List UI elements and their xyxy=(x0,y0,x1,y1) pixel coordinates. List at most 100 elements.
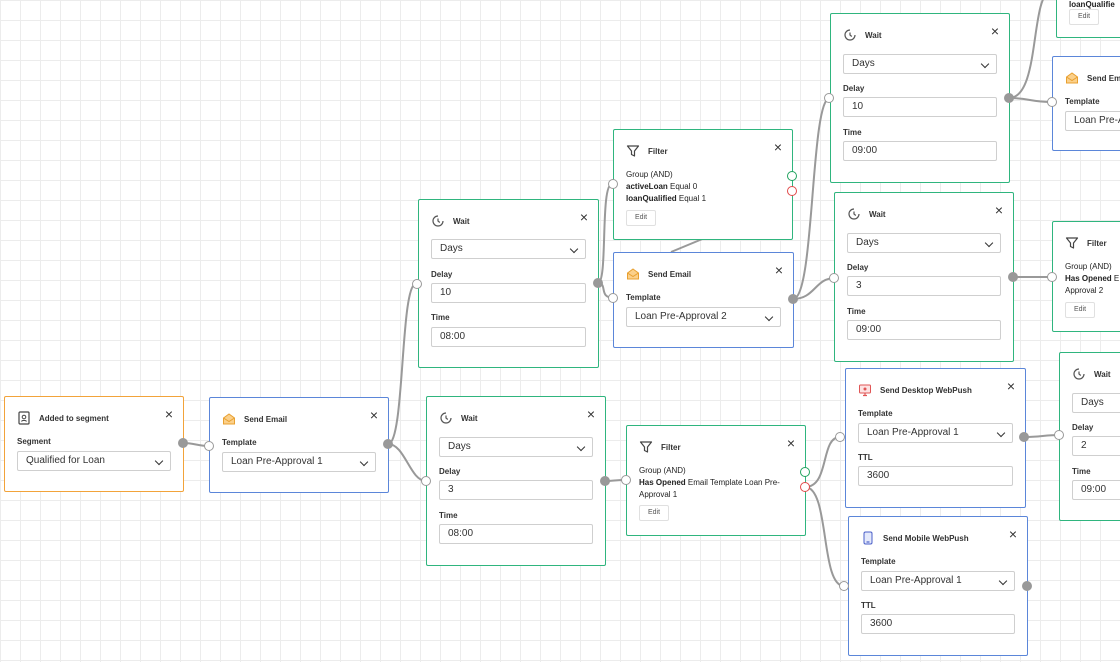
input-port[interactable] xyxy=(608,293,618,303)
template-label: Template xyxy=(222,438,257,447)
close-icon[interactable]: × xyxy=(1006,378,1015,394)
node-filter-2[interactable]: Filter × Group (AND) Has Opened Email Te… xyxy=(626,425,806,536)
no-port[interactable] xyxy=(787,186,797,196)
output-port[interactable] xyxy=(593,278,603,288)
rule-condition: Equal 0 xyxy=(667,182,698,191)
input-port[interactable] xyxy=(204,441,214,451)
input-port[interactable] xyxy=(839,581,849,591)
template-select[interactable]: Loan Pre-A xyxy=(1065,111,1120,131)
contact-book-icon xyxy=(18,411,30,425)
clock-refresh-icon xyxy=(1073,368,1085,380)
node-wait-5[interactable]: Wait Days Delay 2 Time 09:00 xyxy=(1059,352,1120,521)
node-send-email-2[interactable]: Send Email × Template Loan Pre-Approval … xyxy=(613,252,794,348)
time-label: Time xyxy=(1072,467,1091,476)
template-select[interactable]: Loan Pre-Approval 1 xyxy=(222,452,376,472)
output-port[interactable] xyxy=(1008,272,1018,282)
unit-select[interactable]: Days xyxy=(439,437,593,457)
node-header: Wait xyxy=(439,409,478,427)
unit-select[interactable]: Days xyxy=(847,233,1001,253)
time-input[interactable]: 08:00 xyxy=(431,327,586,347)
chevron-down-icon xyxy=(576,442,586,452)
time-input[interactable]: 09:00 xyxy=(843,141,997,161)
close-icon[interactable]: × xyxy=(164,406,173,422)
close-icon[interactable]: × xyxy=(773,139,782,155)
input-port[interactable] xyxy=(412,279,422,289)
input-port[interactable] xyxy=(1047,97,1057,107)
rule-condition: Equal 1 xyxy=(676,194,707,203)
input-port[interactable] xyxy=(1047,272,1057,282)
edit-button[interactable]: Edit xyxy=(1065,302,1096,318)
unit-select[interactable]: Days xyxy=(1072,393,1120,413)
envelope-icon xyxy=(223,413,235,425)
node-filter-1[interactable]: Filter × Group (AND) activeLoan Equal 0 … xyxy=(613,129,793,240)
node-added-to-segment[interactable]: Added to segment × Segment Qualified for… xyxy=(4,396,184,492)
yes-port[interactable] xyxy=(800,467,810,477)
node-title: Wait xyxy=(865,30,882,40)
node-partial-top-right[interactable]: loanQualifie Edit xyxy=(1056,0,1120,38)
output-port[interactable] xyxy=(1019,432,1029,442)
close-icon[interactable]: × xyxy=(1008,526,1017,542)
template-select[interactable]: Loan Pre-Approval 1 xyxy=(861,571,1015,591)
group-label: Group (AND) xyxy=(1065,262,1112,271)
template-select[interactable]: Loan Pre-Approval 1 xyxy=(858,423,1013,443)
edit-button[interactable]: Edit xyxy=(639,505,670,521)
input-port[interactable] xyxy=(829,273,839,283)
time-input[interactable]: 09:00 xyxy=(1072,480,1120,500)
output-port[interactable] xyxy=(1004,93,1014,103)
node-send-email-1[interactable]: Send Email × Template Loan Pre-Approval … xyxy=(209,397,389,493)
node-wait-4[interactable]: Wait × Days Delay 3 Time 09:00 xyxy=(834,192,1014,362)
delay-label: Delay xyxy=(431,270,453,279)
input-port[interactable] xyxy=(835,432,845,442)
close-icon[interactable]: × xyxy=(369,407,378,423)
delay-input[interactable]: 10 xyxy=(843,97,997,117)
chevron-down-icon xyxy=(980,59,990,69)
yes-port[interactable] xyxy=(787,171,797,181)
delay-input[interactable]: 2 xyxy=(1072,436,1120,456)
close-icon[interactable]: × xyxy=(774,262,783,278)
group-label: Group (AND) xyxy=(626,170,673,179)
node-header: Wait xyxy=(843,26,882,44)
time-input[interactable]: 08:00 xyxy=(439,524,593,544)
input-port[interactable] xyxy=(608,179,618,189)
ttl-input[interactable]: 3600 xyxy=(858,466,1013,486)
close-icon[interactable]: × xyxy=(990,23,999,39)
close-icon[interactable]: × xyxy=(786,435,795,451)
node-wait-2[interactable]: Wait × Days Delay 3 Time 08:00 xyxy=(426,396,606,566)
node-title: Send Desktop WebPush xyxy=(880,385,972,395)
node-send-email-3[interactable]: Send Em Template Loan Pre-A xyxy=(1052,56,1120,151)
output-port[interactable] xyxy=(383,439,393,449)
node-wait-1[interactable]: Wait × Days Delay 10 Time 08:00 xyxy=(418,199,599,368)
ttl-label: TTL xyxy=(861,601,876,610)
input-port[interactable] xyxy=(1054,430,1064,440)
edit-button[interactable]: Edit xyxy=(1069,9,1100,25)
ttl-input[interactable]: 3600 xyxy=(861,614,1015,634)
time-input[interactable]: 09:00 xyxy=(847,320,1001,340)
close-icon[interactable]: × xyxy=(994,202,1003,218)
delay-input[interactable]: 3 xyxy=(847,276,1001,296)
unit-select[interactable]: Days xyxy=(431,239,586,259)
input-port[interactable] xyxy=(824,93,834,103)
input-port[interactable] xyxy=(421,476,431,486)
node-wait-3[interactable]: Wait × Days Delay 10 Time 09:00 xyxy=(830,13,1010,183)
input-port[interactable] xyxy=(621,475,631,485)
template-select[interactable]: Loan Pre-Approval 2 xyxy=(626,307,781,327)
output-port[interactable] xyxy=(600,476,610,486)
node-send-desktop-webpush[interactable]: Send Desktop WebPush × Template Loan Pre… xyxy=(845,368,1026,508)
node-title: Send Email xyxy=(648,269,692,279)
unit-select[interactable]: Days xyxy=(843,54,997,74)
output-port[interactable] xyxy=(788,294,798,304)
rule-condition: Approval 2 xyxy=(1065,286,1104,295)
node-header: Filter xyxy=(1065,234,1107,252)
segment-select[interactable]: Qualified for Loan xyxy=(17,451,171,471)
close-icon[interactable]: × xyxy=(586,406,595,422)
node-filter-3[interactable]: Filter Group (AND) Has Opened E Approval… xyxy=(1052,221,1120,332)
delay-input[interactable]: 3 xyxy=(439,480,593,500)
delay-input[interactable]: 10 xyxy=(431,283,586,303)
close-icon[interactable]: × xyxy=(579,209,588,225)
node-send-mobile-webpush[interactable]: Send Mobile WebPush × Template Loan Pre-… xyxy=(848,516,1028,656)
no-port[interactable] xyxy=(800,482,810,492)
edit-button[interactable]: Edit xyxy=(626,210,657,226)
output-port[interactable] xyxy=(178,438,188,448)
output-port[interactable] xyxy=(1022,581,1032,591)
node-header: Send Mobile WebPush xyxy=(861,529,969,547)
